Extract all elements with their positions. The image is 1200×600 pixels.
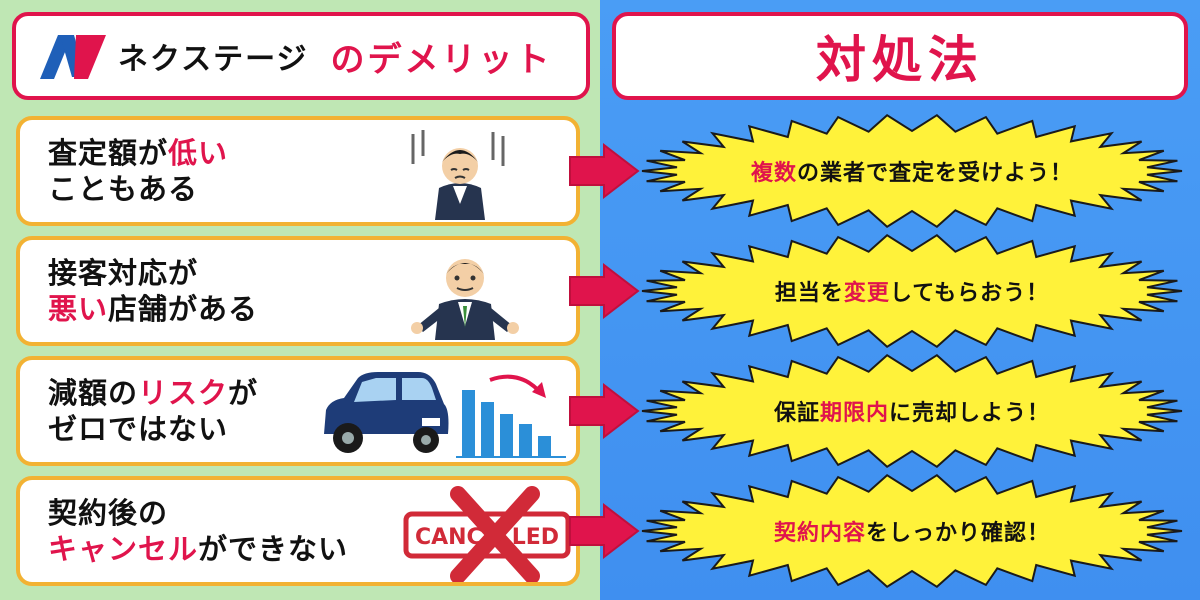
demerit-text: 査定額が低い こともある <box>48 135 229 206</box>
cancelled-stamp-icon: CANCELLED <box>403 486 571 582</box>
solution-title: 対処法 <box>816 31 984 89</box>
burst-polygon <box>641 353 1183 469</box>
burst-polygon <box>641 233 1183 349</box>
burst-shape <box>641 233 1183 349</box>
demerit-card-2: 接客対応が 悪い店舗がある <box>16 236 580 346</box>
solution-text: 保証期限内に売却しよう！ <box>773 401 1051 426</box>
solution-burst-4: 契約内容をしっかり確認！ <box>634 472 1190 590</box>
demerit-card-3: 減額のリスクが ゼロではない <box>16 356 580 466</box>
nextage-logo-icon <box>40 35 106 79</box>
solution-text: 契約内容をしっかり確認！ <box>773 521 1051 546</box>
burst-polygon <box>641 113 1183 229</box>
solution-text: 複数の業者で査定を受けよう！ <box>750 161 1074 186</box>
burst-shape <box>641 473 1183 589</box>
shrugging-man-icon <box>411 259 519 340</box>
burst-shape <box>641 353 1183 469</box>
burst-polygon <box>641 473 1183 589</box>
demerit-header: ネクステージ のデメリット <box>12 12 590 100</box>
red-arrow-icon <box>569 383 640 439</box>
depressed-man-icon <box>411 130 505 220</box>
solution-burst-2: 担当を変更してもらおう！ <box>634 232 1190 350</box>
demerit-card-4: 契約後の キャンセルができない CANCELLED <box>16 476 580 586</box>
demerit-text: 接客対応が 悪い店舗がある <box>48 255 259 326</box>
declining-bar-chart-icon <box>456 374 566 458</box>
red-arrow-icon <box>569 143 640 199</box>
demerit-card-1: 査定額が低い こともある <box>16 116 580 226</box>
solution-text: 担当を変更してもらおう！ <box>774 281 1050 306</box>
solution-header: 対処法 <box>612 12 1188 100</box>
header-suffix: のデメリット <box>330 39 553 80</box>
burst-shape <box>641 113 1183 229</box>
red-arrow-icon <box>569 503 640 559</box>
solution-burst-3: 保証期限内に売却しよう！ <box>634 352 1190 470</box>
brand-name: ネクステージ <box>118 42 309 77</box>
car-icon <box>324 372 449 453</box>
demerit-text: 契約後の キャンセルができない <box>48 495 349 566</box>
red-arrow-icon <box>569 263 640 319</box>
demerit-text: 減額のリスクが ゼロではない <box>48 375 259 446</box>
solution-burst-1: 複数の業者で査定を受けよう！ <box>634 112 1190 230</box>
